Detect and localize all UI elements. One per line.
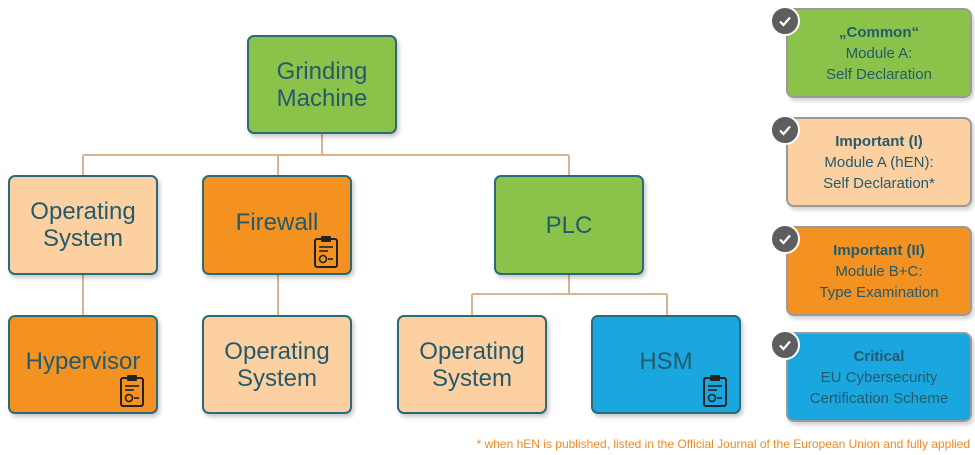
- legend-critical: Critical EU Cybersecurity Certification …: [786, 332, 972, 422]
- node-firewall: Firewall: [202, 175, 352, 275]
- check-icon: [770, 330, 800, 360]
- node-hsm: HSM: [591, 315, 741, 414]
- node-label: HSM: [639, 348, 693, 375]
- footnote: * when hEN is published, listed in the O…: [476, 437, 970, 451]
- node-label: Grinding Machine: [276, 57, 368, 112]
- node-operating-system-plc: Operating System: [397, 315, 547, 414]
- legend-title: „Common“: [839, 23, 919, 41]
- legend-line: Self Declaration: [826, 65, 932, 83]
- legend-title: Important (II): [833, 241, 925, 259]
- legend-title: Important (I): [835, 132, 923, 150]
- node-plc: PLC: [494, 175, 644, 275]
- legend-line: Certification Scheme: [809, 389, 949, 407]
- node-label: Operating System: [224, 337, 330, 392]
- node-hypervisor: Hypervisor: [8, 315, 158, 414]
- node-label: Firewall: [235, 208, 319, 236]
- node-label: Operating System: [30, 198, 136, 252]
- node-operating-system-firewall: Operating System: [202, 315, 352, 414]
- legend-line: EU Cybersecurity: [820, 368, 938, 386]
- node-grinding-machine: Grinding Machine: [247, 35, 397, 134]
- legend-important-1: Important (I) Module A (hEN): Self Decla…: [786, 117, 972, 207]
- legend-line: Type Examination: [819, 283, 939, 301]
- node-label: Hypervisor: [25, 348, 141, 375]
- node-label: PLC: [545, 211, 593, 239]
- certificate-icon: [314, 236, 338, 268]
- node-label: Operating System: [419, 337, 525, 392]
- node-operating-system-left: Operating System: [8, 175, 158, 275]
- legend-common: „Common“ Module A: Self Declaration: [786, 8, 972, 98]
- certificate-icon: [703, 375, 727, 407]
- legend-title: Critical: [853, 347, 905, 365]
- legend-line: Self Declaration*: [823, 174, 935, 192]
- check-icon: [770, 115, 800, 145]
- legend-line: Module A (hEN):: [824, 153, 934, 171]
- certificate-icon: [120, 375, 144, 407]
- check-icon: [770, 224, 800, 254]
- legend-line: Module A:: [845, 44, 913, 62]
- legend-important-2: Important (II) Module B+C: Type Examinat…: [786, 226, 972, 316]
- legend-line: Module B+C:: [835, 262, 923, 280]
- check-icon: [770, 6, 800, 36]
